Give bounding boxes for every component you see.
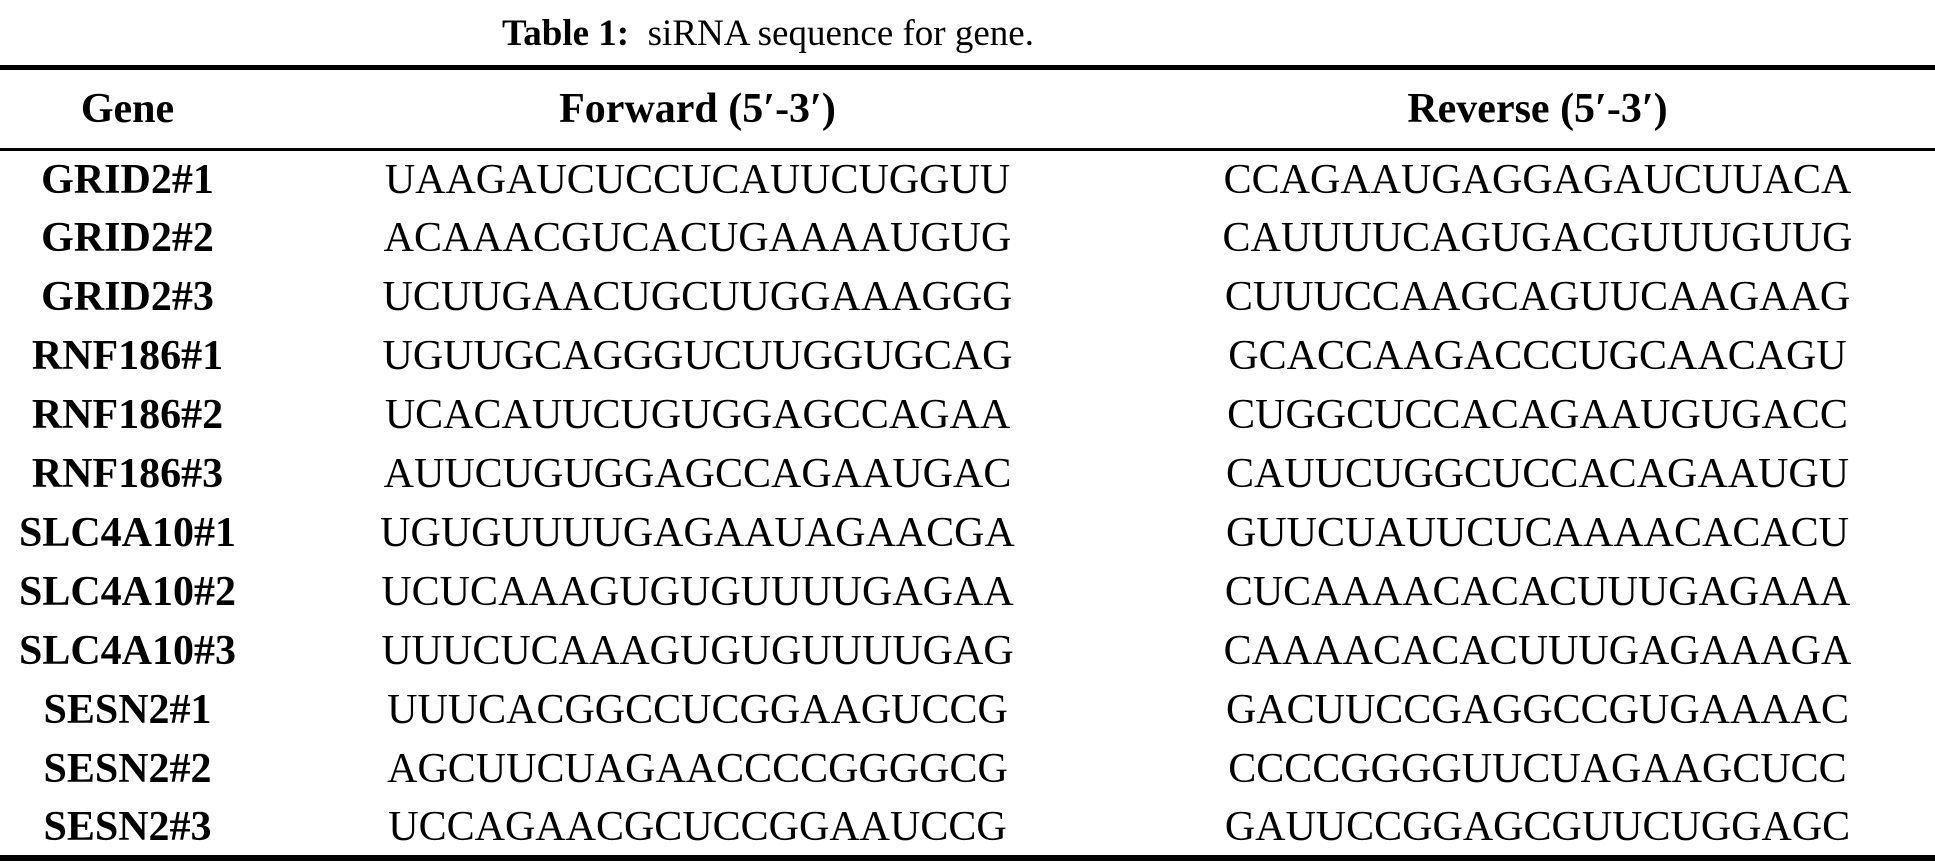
gene-cell: RNF186#3 — [31, 451, 224, 497]
reverse-sequence-cell: CAAAACACACUUUGAGAAAGA — [1223, 628, 1852, 674]
reverse-sequence-cell: CAUUCUGGCUCCACAGAAUGU — [1225, 451, 1850, 497]
reverse-sequence-cell: GCACCAAGACCCUGCAACAGU — [1228, 333, 1847, 379]
table-row: SLC4A10#2 UCUCAAAGUGUGUUUUGAGAA CUCAAAAC… — [0, 563, 1935, 622]
table-caption-label: Table 1: — [502, 13, 630, 54]
table-caption-body: siRNA sequence for gene. — [647, 13, 1034, 54]
forward-sequence-cell: UCACAUUCUGUGGAGCCAGAA — [384, 392, 1011, 438]
reverse-sequence-cell: GUUCUAUUCUCAAAACACACU — [1225, 510, 1850, 556]
gene-cell: SESN2#3 — [43, 803, 212, 850]
reverse-sequence-cell: CCCCGGGGUUCUAGAAGCUCC — [1228, 746, 1847, 792]
column-header-gene: Gene — [80, 86, 175, 132]
table-row: RNF186#3 AUUCUGUGGAGCCAGAAUGAC CAUUCUGGC… — [0, 445, 1935, 504]
table-row: GRID2#2 ACAAACGUCACUGAAAAUGUG CAUUUUCAGU… — [0, 209, 1935, 268]
forward-sequence-cell: UCCAGAACGCUCCGGAAUCCG — [388, 803, 1007, 850]
forward-sequence-cell: AUUCUGUGGAGCCAGAAUGAC — [383, 451, 1012, 497]
forward-sequence-cell: AGCUUCUAGAACCCCGGGGCG — [387, 746, 1008, 792]
sirna-sequence-table: Gene Forward (5′-3′) Reverse (5′-3′) GRI… — [0, 65, 1935, 861]
gene-cell: GRID2#3 — [41, 274, 214, 320]
reverse-sequence-cell: GACUUCCGAGGCCGUGAAAAC — [1225, 687, 1850, 733]
table-header-row: Gene Forward (5′-3′) Reverse (5′-3′) — [0, 67, 1935, 150]
table-caption-text — [638, 13, 647, 54]
gene-cell: SLC4A10#3 — [18, 628, 237, 674]
forward-sequence-cell: UCUUGAACUGCUUGGAAAGGG — [382, 274, 1013, 320]
reverse-sequence-cell: CUUUCCAAGCAGUUCAAGAAG — [1224, 274, 1851, 320]
reverse-sequence-cell: CCAGAAUGAGGAGAUCUUACA — [1223, 156, 1852, 203]
forward-sequence-cell: UGUUGCAGGGUCUUGGUGCAG — [382, 333, 1013, 379]
forward-sequence-cell: UUUCACGGCCUCGGAAGUCCG — [387, 687, 1008, 733]
gene-cell: SESN2#1 — [43, 687, 212, 733]
gene-cell: SESN2#2 — [43, 746, 212, 792]
forward-sequence-cell: UGUGUUUUGAGAAUAGAACGA — [380, 510, 1015, 556]
table-caption: Table 1: siRNA sequence for gene. — [0, 0, 1536, 65]
reverse-sequence-cell: CUCAAAACACACUUUGAGAAA — [1224, 569, 1851, 615]
reverse-sequence-cell: CAUUUUCAGUGACGUUUGUUG — [1222, 215, 1853, 261]
forward-sequence-cell: UUUCUCAAAGUGUGUUUUGAG — [381, 628, 1014, 674]
table-row: SESN2#1 UUUCACGGCCUCGGAAGUCCG GACUUCCGAG… — [0, 681, 1935, 740]
table-row: SLC4A10#3 UUUCUCAAAGUGUGUUUUGAG CAAAACAC… — [0, 622, 1935, 681]
gene-cell: SLC4A10#2 — [18, 569, 237, 615]
table-row: SESN2#3 UCCAGAACGCUCCGGAAUCCG GAUUCCGGAG… — [0, 799, 1935, 858]
gene-cell: RNF186#2 — [31, 392, 224, 438]
column-header-forward: Forward (5′-3′) — [559, 86, 836, 132]
column-header-reverse: Reverse (5′-3′) — [1407, 86, 1668, 132]
forward-sequence-cell: ACAAACGUCACUGAAAAUGUG — [383, 215, 1012, 261]
table-row: SESN2#2 AGCUUCUAGAACCCCGGGGCG CCCCGGGGUU… — [0, 740, 1935, 799]
gene-cell: GRID2#2 — [41, 215, 214, 261]
forward-sequence-cell: UCUCAAAGUGUGUUUUGAGAA — [381, 569, 1014, 615]
reverse-sequence-cell: CUGGCUCCACAGAAUGUGACC — [1227, 392, 1848, 438]
reverse-sequence-cell: GAUUCCGGAGCGUUCUGGAGC — [1224, 803, 1851, 850]
table-row: RNF186#2 UCACAUUCUGUGGAGCCAGAA CUGGCUCCA… — [0, 386, 1935, 445]
gene-cell: GRID2#1 — [41, 156, 214, 203]
table-row: SLC4A10#1 UGUGUUUUGAGAAUAGAACGA GUUCUAUU… — [0, 504, 1935, 563]
gene-cell: RNF186#1 — [31, 333, 224, 379]
gene-cell: SLC4A10#1 — [18, 510, 237, 556]
table-row: RNF186#1 UGUUGCAGGGUCUUGGUGCAG GCACCAAGA… — [0, 327, 1935, 386]
table-row: GRID2#1 UAAGAUCUCCUCAUUCUGGUU CCAGAAUGAG… — [0, 150, 1935, 209]
forward-sequence-cell: UAAGAUCUCCUCAUUCUGGUU — [384, 156, 1011, 203]
table-row: GRID2#3 UCUUGAACUGCUUGGAAAGGG CUUUCCAAGC… — [0, 268, 1935, 327]
